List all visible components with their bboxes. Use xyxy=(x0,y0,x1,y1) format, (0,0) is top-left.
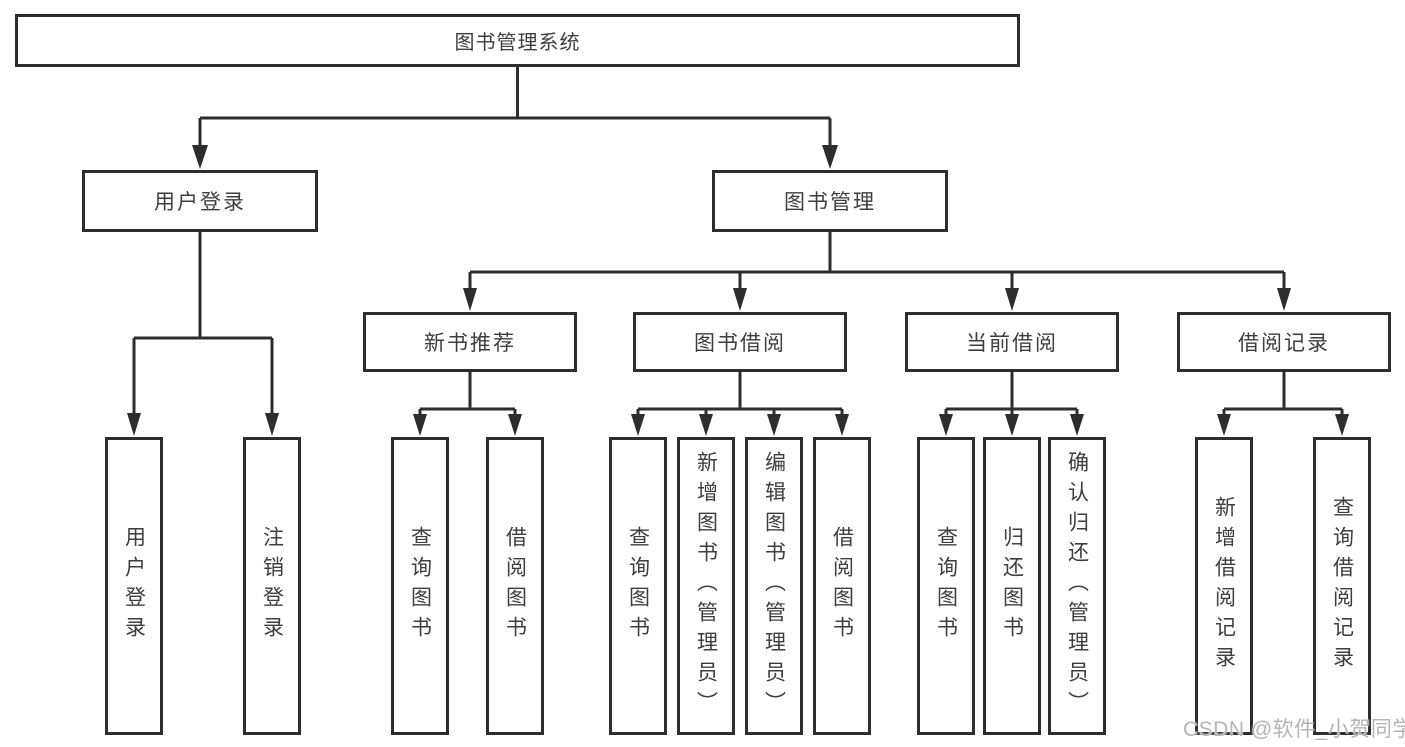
leaf-query-books-current: 查询图书 xyxy=(917,437,975,735)
leaf-borrow-books-label: 借阅图书 xyxy=(830,526,854,646)
watermark: CSDN @软件_小贺同学 xyxy=(1183,718,1405,741)
leaf-logout: 注销登录 xyxy=(243,437,301,735)
leaf-user-login: 用户登录 xyxy=(105,437,163,735)
node-book-management: 图书管理 xyxy=(712,170,948,232)
leaf-return-book: 归还图书 xyxy=(983,437,1041,735)
leaf-confirm-return-admin-label: 确认归还（管理员） xyxy=(1065,451,1089,721)
node-current-borrow: 当前借阅 xyxy=(905,312,1119,372)
node-new-book-recommend: 新书推荐 xyxy=(363,312,577,372)
node-user-login: 用户登录 xyxy=(82,170,318,232)
node-book-borrow: 图书借阅 xyxy=(633,312,847,372)
node-root: 图书管理系统 xyxy=(15,14,1020,67)
node-new-book-recommend-label: 新书推荐 xyxy=(424,332,516,355)
node-borrow-records: 借阅记录 xyxy=(1177,312,1391,372)
leaf-add-book-admin-label: 新增图书（管理员） xyxy=(694,451,718,721)
node-root-label: 图书管理系统 xyxy=(454,32,581,54)
node-current-borrow-label: 当前借阅 xyxy=(966,332,1058,355)
leaf-borrow-books-recommend: 借阅图书 xyxy=(486,437,544,735)
leaf-query-books-borrow: 查询图书 xyxy=(609,437,667,735)
leaf-query-books-recommend: 查询图书 xyxy=(391,437,449,735)
leaf-borrow-books: 借阅图书 xyxy=(813,437,871,735)
leaf-borrow-books-recommend-label: 借阅图书 xyxy=(503,526,527,646)
leaf-query-books-recommend-label: 查询图书 xyxy=(408,526,432,646)
leaf-edit-book-admin-label: 编辑图书（管理员） xyxy=(762,451,786,721)
leaf-query-borrow-record-label: 查询借阅记录 xyxy=(1330,496,1354,676)
leaf-query-borrow-record: 查询借阅记录 xyxy=(1313,437,1371,735)
leaf-confirm-return-admin: 确认归还（管理员） xyxy=(1048,437,1106,735)
node-user-login-label: 用户登录 xyxy=(154,191,246,214)
leaf-add-book-admin: 新增图书（管理员） xyxy=(677,437,735,735)
node-book-borrow-label: 图书借阅 xyxy=(694,332,786,355)
leaf-edit-book-admin: 编辑图书（管理员） xyxy=(745,437,803,735)
leaf-query-books-current-label: 查询图书 xyxy=(934,526,958,646)
leaf-add-borrow-record-label: 新增借阅记录 xyxy=(1212,496,1236,676)
leaf-query-books-borrow-label: 查询图书 xyxy=(626,526,650,646)
node-book-management-label: 图书管理 xyxy=(784,191,876,214)
leaf-user-login-label: 用户登录 xyxy=(122,526,146,646)
node-borrow-records-label: 借阅记录 xyxy=(1238,332,1330,355)
leaf-logout-label: 注销登录 xyxy=(260,526,284,646)
leaf-return-book-label: 归还图书 xyxy=(1000,526,1024,646)
leaf-add-borrow-record: 新增借阅记录 xyxy=(1195,437,1253,735)
